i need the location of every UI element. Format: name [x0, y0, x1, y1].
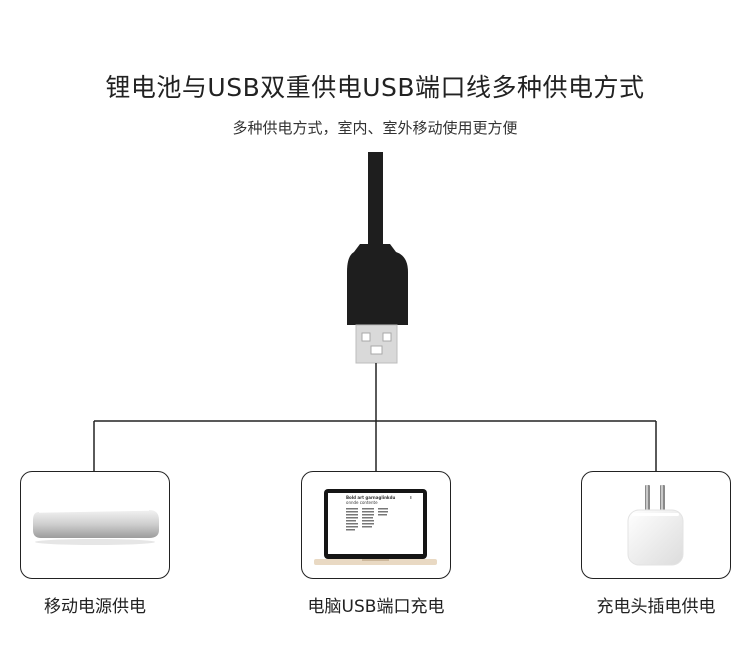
power-bank-icon: [33, 509, 159, 545]
power-source-card-wall-charger: [581, 471, 731, 579]
laptop-screen-heading: Bold art garnaglinkdu: [346, 495, 396, 500]
page-title: 锂电池与USB双重供电USB端口线多种供电方式: [105, 73, 645, 102]
caption-wall-charger: 充电头插电供电: [596, 597, 716, 617]
laptop-icon: [314, 489, 437, 565]
page-subtitle: 多种供电方式，室内、室外移动使用更方便: [232, 119, 518, 137]
power-source-card-laptop: Bold art garnaglinkdu onnde contente: [301, 471, 451, 579]
caption-power-bank: 移动电源供电: [44, 597, 146, 617]
usb-plug-body: [347, 252, 408, 325]
wall-charger-icon: [627, 485, 684, 566]
caption-laptop: 电脑USB端口充电: [307, 597, 445, 617]
usb-cable: [368, 152, 383, 244]
usb-plug-neck: [354, 244, 396, 252]
usb-connector: [355, 324, 398, 364]
power-source-card-power-bank: [20, 471, 170, 579]
laptop-screen-subheading: onnde contente: [346, 500, 378, 505]
